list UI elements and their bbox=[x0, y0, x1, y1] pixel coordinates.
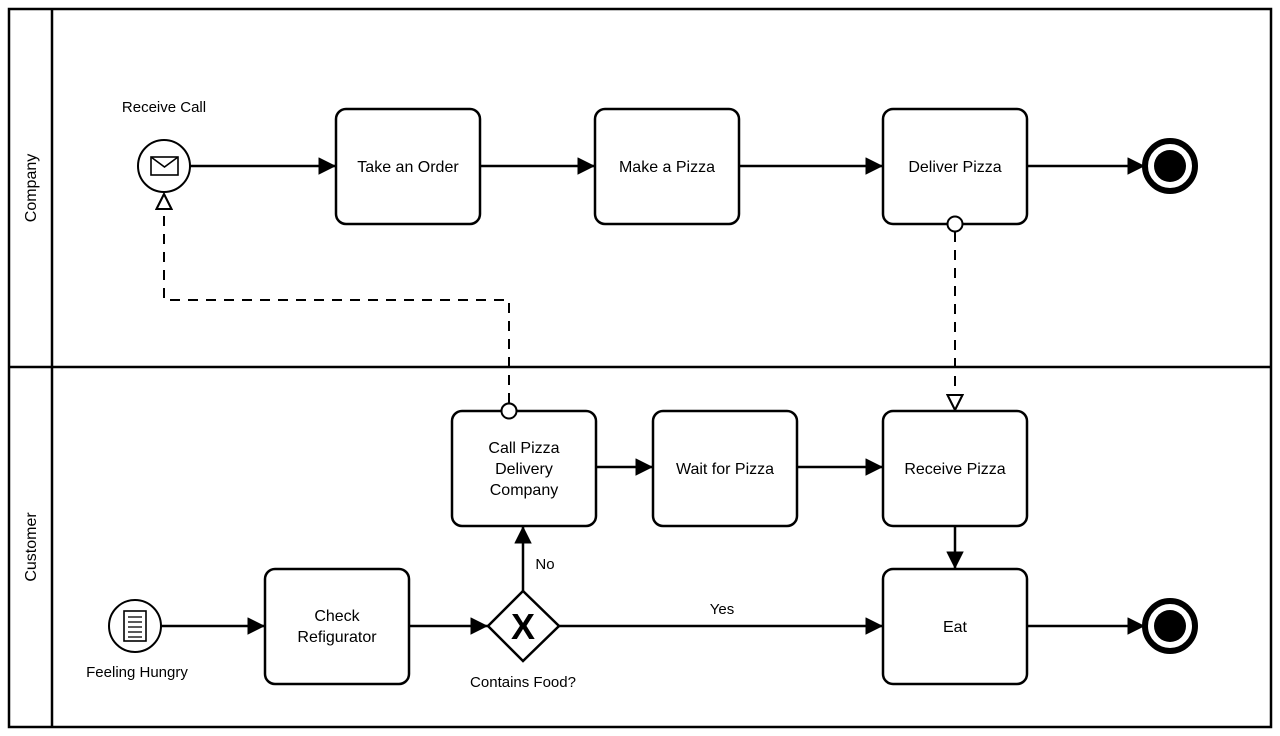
receive-call-label: Receive Call bbox=[122, 99, 206, 116]
pool: Company Customer bbox=[7, 7, 1273, 729]
task-take-order-label: Take an Order bbox=[357, 159, 459, 176]
feeling-hungry-label: Feeling Hungry bbox=[86, 664, 188, 681]
feeling-hungry-start-event[interactable] bbox=[108, 599, 162, 653]
task-make-pizza-label: Make a Pizza bbox=[619, 159, 715, 176]
task-make-pizza[interactable]: Make a Pizza bbox=[593, 107, 741, 226]
gateway-x-icon: X bbox=[511, 606, 535, 647]
task-deliver-pizza[interactable]: Deliver Pizza bbox=[881, 107, 1029, 226]
company-end-event[interactable] bbox=[1142, 138, 1198, 194]
task-take-order[interactable]: Take an Order bbox=[334, 107, 482, 226]
company-lane: Receive Call Take an Order Make a Pizza … bbox=[122, 99, 1198, 226]
lane-label-customer: Customer bbox=[23, 512, 40, 582]
message-flow-origin-call-marker bbox=[500, 402, 518, 420]
document-icon bbox=[123, 610, 147, 642]
task-check-refrigerator-label-line2: Refigurator bbox=[297, 629, 377, 646]
task-receive-label: Receive Pizza bbox=[904, 461, 1005, 478]
message-flow-origin-deliver bbox=[946, 215, 964, 233]
lane-label-company: Company bbox=[23, 154, 40, 222]
task-eat[interactable]: Eat bbox=[881, 567, 1029, 686]
task-call-label-line3: Company bbox=[490, 482, 558, 499]
task-eat-label: Eat bbox=[943, 619, 968, 636]
task-check-refrigerator[interactable]: Check Refigurator bbox=[263, 567, 411, 686]
task-call-pizza-company[interactable]: Call Pizza Delivery Company bbox=[450, 409, 598, 528]
customer-end-event[interactable] bbox=[1142, 598, 1198, 654]
task-wait-for-pizza[interactable]: Wait for Pizza bbox=[651, 409, 799, 528]
task-wait-label: Wait for Pizza bbox=[676, 461, 774, 478]
message-flow-call-to-receive-call bbox=[164, 194, 510, 403]
flow-label-yes: Yes bbox=[710, 601, 734, 618]
task-deliver-pizza-label: Deliver Pizza bbox=[908, 159, 1001, 176]
customer-lane: Feeling Hungry Check Refigurator X Conta… bbox=[86, 402, 1198, 691]
task-call-label-line2: Delivery bbox=[495, 461, 553, 478]
gateway-contains-food[interactable]: X bbox=[486, 589, 561, 663]
task-check-refrigerator-label-line1: Check bbox=[314, 608, 360, 625]
gateway-label: Contains Food? bbox=[470, 674, 576, 691]
task-call-label-line1: Call Pizza bbox=[488, 440, 559, 457]
receive-call-start-event[interactable] bbox=[137, 139, 191, 193]
envelope-icon bbox=[150, 156, 179, 176]
task-receive-pizza[interactable]: Receive Pizza bbox=[881, 409, 1029, 528]
flow-label-no: No bbox=[535, 556, 554, 573]
